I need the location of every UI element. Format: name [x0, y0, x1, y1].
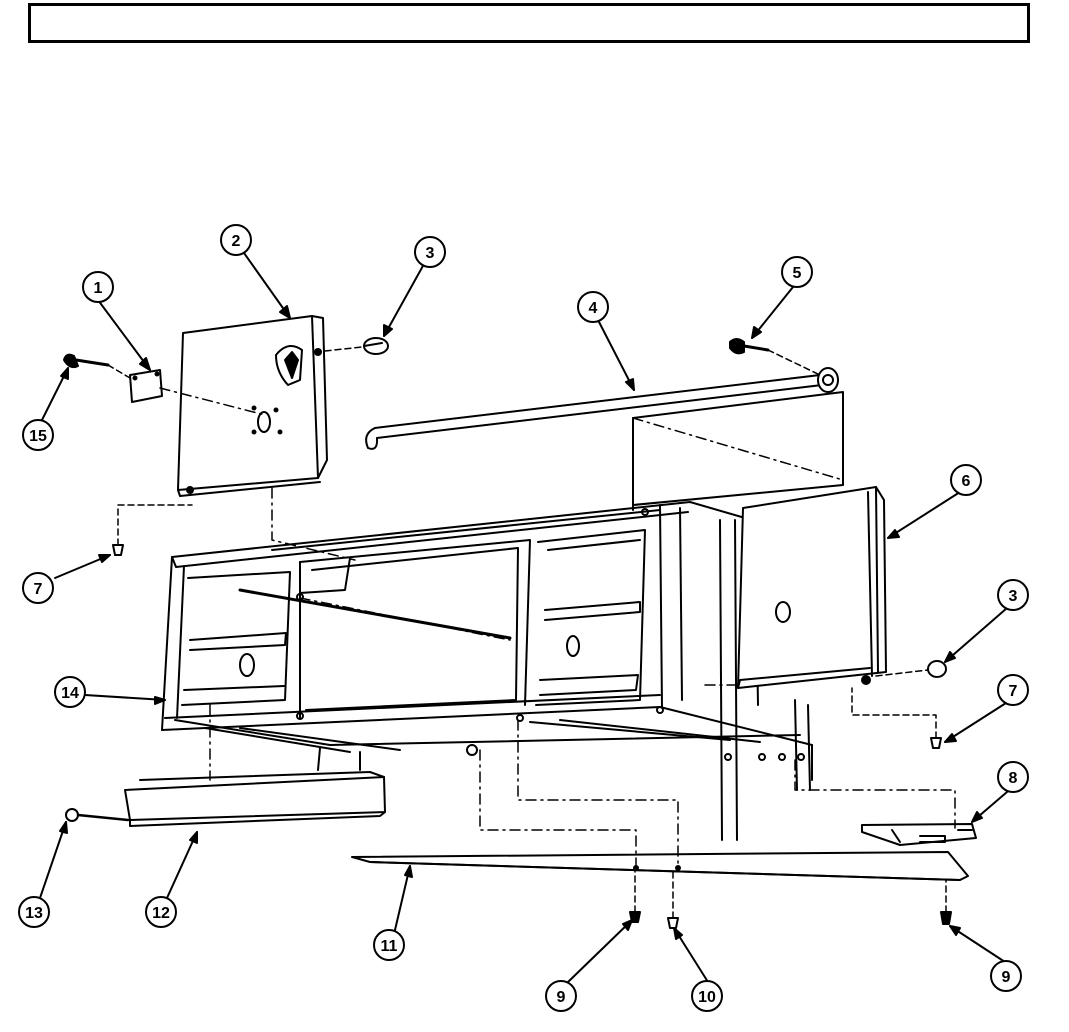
svg-text:8: 8 — [1009, 770, 1018, 787]
callout-8: 8 — [998, 762, 1028, 792]
svg-text:14: 14 — [61, 685, 79, 702]
callout-3-top: 3 — [415, 237, 445, 267]
knob-3-top — [325, 338, 388, 354]
screw-7-right — [852, 688, 941, 748]
screw-10 — [668, 870, 678, 928]
callout-9-right: 9 — [991, 961, 1021, 991]
svg-text:9: 9 — [557, 989, 566, 1006]
screw-9-left — [630, 870, 640, 922]
callout-13: 13 — [19, 897, 49, 927]
svg-text:13: 13 — [25, 905, 43, 922]
svg-text:15: 15 — [29, 428, 47, 445]
tray — [125, 772, 385, 826]
svg-text:3: 3 — [1009, 588, 1018, 605]
screw-13 — [66, 809, 128, 821]
callout-6: 6 — [951, 465, 981, 495]
left-side-panel — [178, 316, 327, 496]
callout-7-left: 7 — [23, 573, 53, 603]
svg-text:11: 11 — [381, 938, 398, 955]
callout-1: 1 — [83, 272, 113, 302]
callout-2: 2 — [221, 225, 251, 255]
svg-text:6: 6 — [962, 473, 971, 490]
callout-3-right: 3 — [998, 580, 1028, 610]
screw-9-right — [941, 880, 951, 924]
svg-text:12: 12 — [152, 905, 170, 922]
svg-text:1: 1 — [94, 280, 103, 297]
bottom-panel — [352, 852, 968, 880]
callout-10: 10 — [692, 981, 722, 1011]
screw-5 — [730, 339, 820, 375]
svg-text:3: 3 — [426, 245, 435, 262]
callout-5: 5 — [782, 257, 812, 287]
svg-text:4: 4 — [589, 300, 598, 317]
right-side-panel — [633, 392, 886, 688]
svg-text:2: 2 — [232, 233, 241, 250]
screw-15 — [64, 355, 130, 378]
screw-7-left — [113, 505, 192, 555]
svg-text:9: 9 — [1002, 969, 1011, 986]
bracket — [862, 824, 976, 845]
svg-text:5: 5 — [793, 265, 802, 282]
callout-7-right: 7 — [998, 675, 1028, 705]
svg-text:7: 7 — [1009, 683, 1018, 700]
svg-text:10: 10 — [698, 989, 716, 1006]
callout-4: 4 — [578, 292, 608, 322]
small-plate — [130, 370, 162, 402]
callout-9-left: 9 — [546, 981, 576, 1011]
svg-text:7: 7 — [34, 581, 43, 598]
callout-11: 11 — [374, 930, 404, 960]
callout-14: 14 — [55, 677, 85, 707]
callout-15: 15 — [23, 420, 53, 450]
callout-12: 12 — [146, 897, 176, 927]
